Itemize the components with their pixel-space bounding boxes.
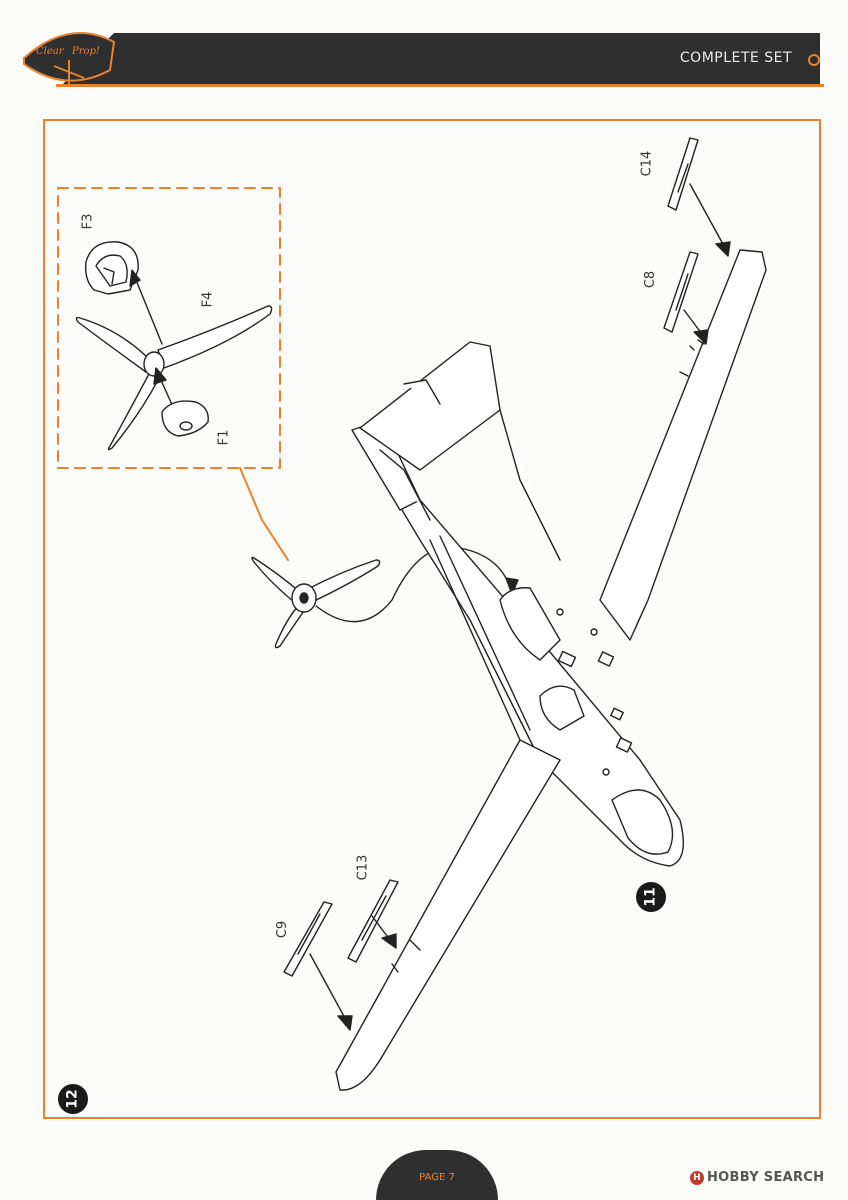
step-badge-a: 11 (636, 882, 666, 912)
logo-text-right: Prop! (71, 46, 100, 57)
label-c13: C13 (355, 854, 371, 881)
header-accent-line (56, 84, 824, 87)
part-f3-spinner (84, 241, 139, 295)
label-f3: F3 (80, 213, 96, 230)
label-c9: C9 (275, 920, 291, 939)
label-c14: C14 (639, 150, 655, 177)
arrow-f3 (135, 279, 163, 345)
fuselage (351, 419, 684, 867)
installed-propeller (251, 556, 381, 649)
arrow-c9 (309, 953, 347, 1021)
watermark-text: HOBBY SEARCH (707, 1170, 825, 1185)
part-c8 (663, 251, 699, 333)
watermark-icon: H (690, 1170, 704, 1185)
page-number: PAGE 7 (419, 1172, 455, 1183)
header-dot-icon (808, 54, 820, 66)
header-title: COMPLETE SET (679, 50, 792, 66)
part-c14 (667, 137, 699, 211)
part-f4-propeller (75, 305, 273, 451)
propeller-leader-curve (315, 546, 511, 623)
instruction-frame (43, 119, 821, 1119)
label-c8: C8 (643, 270, 659, 289)
label-f1: F1 (216, 429, 232, 446)
arrow-c8 (683, 309, 703, 335)
detail-leader-line (239, 467, 289, 561)
detail-box (57, 187, 281, 469)
header-bar (62, 33, 820, 85)
left-wing (335, 739, 561, 1091)
tail-stabilizer (359, 341, 561, 561)
step-badge-b: 12 (58, 1084, 88, 1114)
clear-prop-logo: Clear Prop! (23, 32, 116, 84)
arrow-c14 (689, 183, 725, 247)
part-c9 (283, 901, 333, 977)
label-f4: F4 (200, 291, 216, 308)
right-wing (599, 249, 767, 641)
logo-text-left: Clear (36, 46, 65, 57)
part-c13 (347, 879, 399, 963)
part-f1-hub (161, 400, 209, 437)
